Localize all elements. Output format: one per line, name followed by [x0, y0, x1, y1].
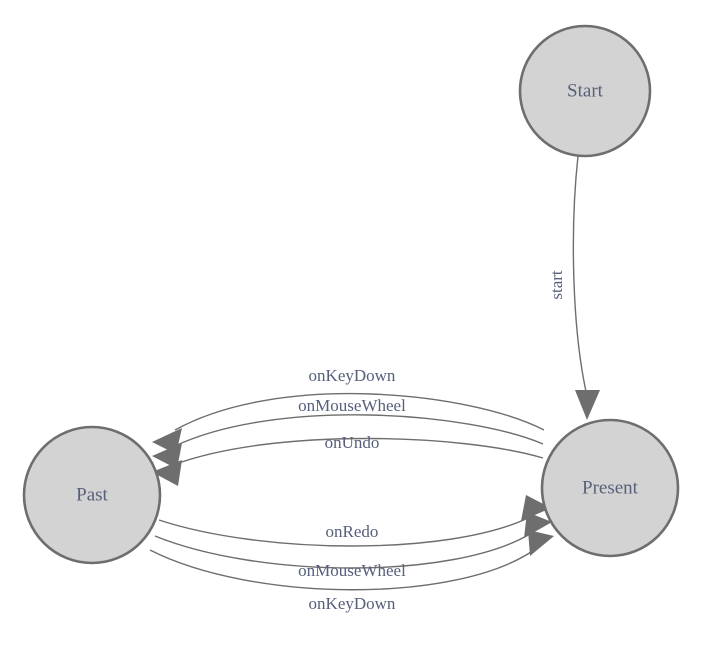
nodes-layer: Start Past Present — [22, 24, 680, 565]
edge-present-past-wheel-path — [174, 414, 544, 447]
node-present[interactable]: Present — [540, 418, 680, 558]
edge-present-past-undo[interactable] — [152, 437, 544, 487]
edge-start[interactable] — [572, 155, 600, 420]
edge-present-past-key-path — [174, 392, 545, 431]
edge-present-past-undo-path — [175, 437, 544, 465]
node-start[interactable]: Start — [518, 24, 652, 158]
edge-label-present-past-key: onKeyDown — [309, 366, 396, 385]
edge-past-present-key-path — [149, 549, 535, 591]
edge-label-start: start — [547, 270, 566, 300]
node-past[interactable]: Past — [22, 425, 162, 565]
edge-past-present-redo-path — [158, 517, 529, 547]
edge-labels-layer: start onKeyDown onMouseWheel onUndo onRe… — [298, 270, 566, 613]
edge-label-past-present-redo: onRedo — [326, 522, 379, 541]
node-past-label: Past — [76, 484, 108, 505]
edge-present-past-wheel-arrowhead — [152, 443, 182, 469]
node-present-circle — [540, 418, 680, 558]
node-past-circle — [22, 425, 162, 565]
edge-start-path — [572, 155, 588, 397]
node-start-circle — [518, 24, 652, 158]
edge-past-present-key[interactable] — [149, 530, 554, 591]
edge-present-past-undo-arrowhead — [152, 460, 182, 486]
edge-start-arrowhead — [575, 390, 600, 420]
node-present-label: Present — [582, 477, 639, 498]
node-start-label: Start — [567, 80, 604, 101]
edge-label-present-past-wheel: onMouseWheel — [298, 396, 406, 415]
edge-label-past-present-wheel: onMouseWheel — [298, 561, 406, 580]
edge-past-present-key-arrowhead — [528, 530, 554, 556]
edges-layer — [149, 155, 600, 591]
edge-past-present-wheel-path — [154, 533, 531, 569]
edge-present-past-wheel[interactable] — [152, 414, 544, 469]
edge-label-present-past-undo: onUndo — [325, 433, 380, 452]
edge-label-past-present-key: onKeyDown — [309, 594, 396, 613]
